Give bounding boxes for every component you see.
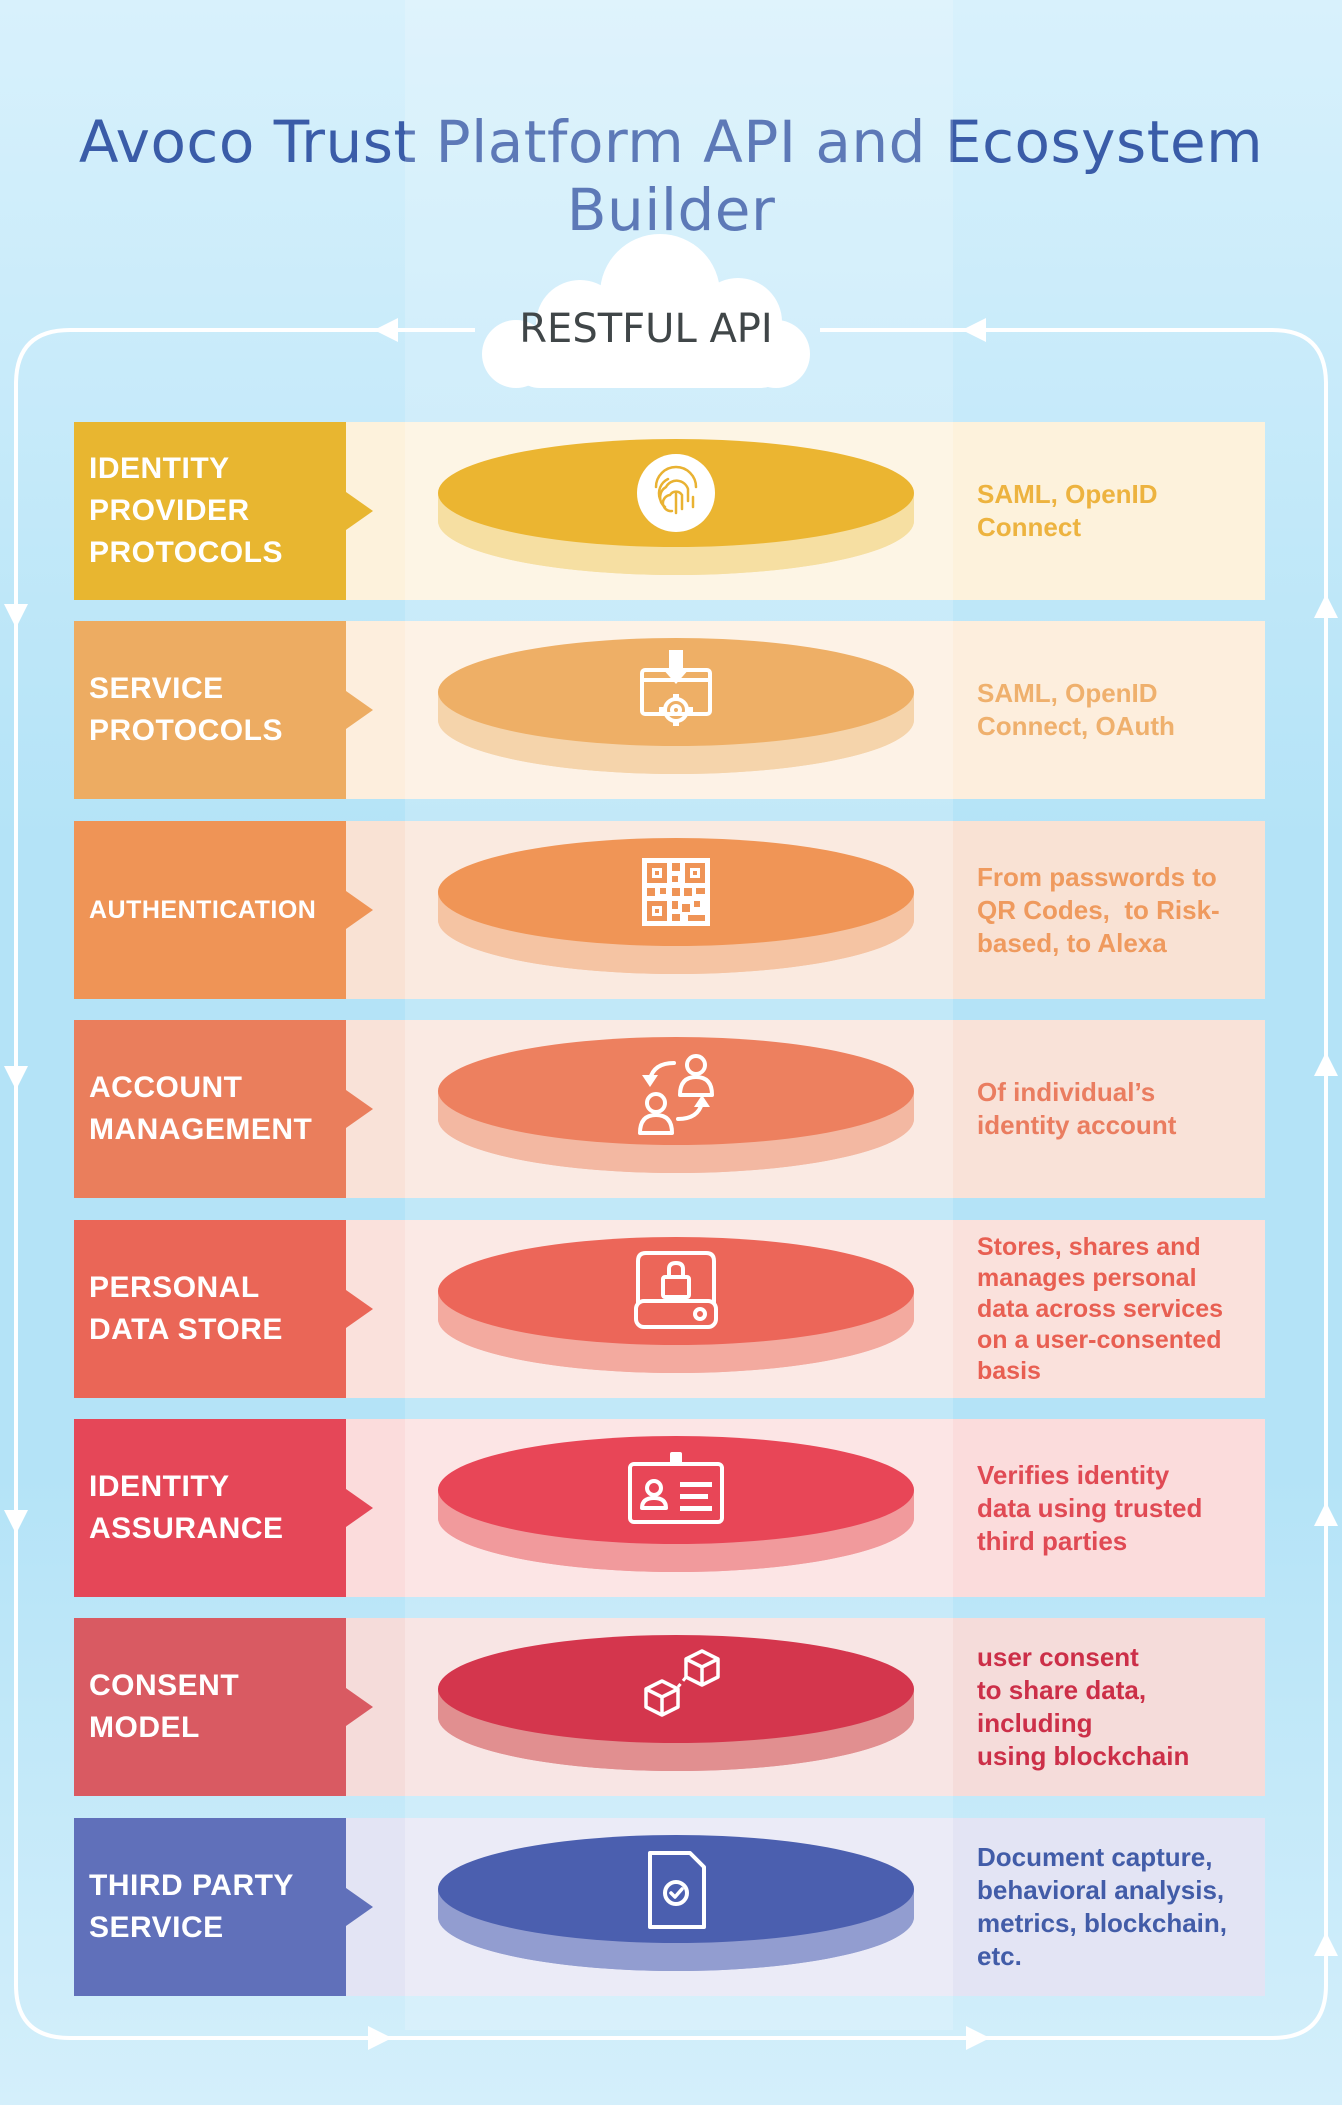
description-line: manages personal xyxy=(977,1263,1197,1292)
description-line: data using trusted xyxy=(977,1492,1203,1523)
description-line: based, to Alexa xyxy=(977,927,1167,958)
layer-label: THIRD PARTY SERVICE xyxy=(74,1818,346,1996)
qr-code-icon xyxy=(642,858,710,926)
description-line: using blockchain xyxy=(977,1741,1190,1771)
label-pointer xyxy=(346,1290,373,1328)
user-swap-icon xyxy=(638,1054,714,1135)
layer-label: PERSONAL DATA STORE xyxy=(74,1220,346,1398)
label-pointer xyxy=(346,891,373,929)
disk-top xyxy=(438,1436,914,1544)
fingerprint-icon xyxy=(637,454,715,532)
description-line: From passwords to xyxy=(977,861,1217,892)
description-line: Of individual’s xyxy=(977,1077,1156,1107)
layer-label: SERVICE PROTOCOLS xyxy=(74,621,346,799)
layer-description: Document capture,behavioral analysis,met… xyxy=(977,1818,1257,1996)
description-line: SAML, OpenID xyxy=(977,678,1158,708)
description-line: QR Codes, to Risk- xyxy=(977,894,1220,925)
download-gear-icon xyxy=(640,650,712,726)
disk-top xyxy=(438,1037,914,1145)
description-line: SAML, OpenID xyxy=(977,479,1158,509)
layer-disk xyxy=(438,1037,914,1173)
label-pointer xyxy=(346,1090,373,1128)
description-line: third parties xyxy=(977,1525,1128,1556)
layer-disk xyxy=(438,838,914,974)
layer-disk xyxy=(438,1835,914,1971)
description-line: metrics, blockchain, xyxy=(977,1908,1227,1938)
layer-disk xyxy=(438,638,914,774)
description-line: user consent xyxy=(977,1642,1139,1672)
description-line: including xyxy=(977,1708,1093,1738)
label-pointer xyxy=(346,1489,373,1527)
description-line: to share data, xyxy=(977,1675,1147,1705)
locked-drive-icon xyxy=(634,1251,718,1329)
description-line: on a user-consented xyxy=(977,1325,1222,1354)
layer-row: IDENTITY PROVIDER PROTOCOLS SAML, OpenID… xyxy=(74,422,1265,600)
label-pointer xyxy=(346,691,373,729)
verified-document-icon xyxy=(648,1851,706,1929)
layer-disk xyxy=(438,1436,914,1572)
id-card-icon xyxy=(628,1452,724,1524)
label-pointer xyxy=(346,1688,373,1726)
layer-row: THIRD PARTY SERVICE Document capture,beh… xyxy=(74,1818,1265,1996)
linked-cubes-icon xyxy=(644,1649,720,1717)
layer-disk xyxy=(438,1635,914,1771)
cloud-label: RESTFUL API xyxy=(519,306,773,352)
cloud-icon xyxy=(482,234,810,388)
layer-label: CONSENT MODEL xyxy=(74,1618,346,1796)
description-line: Verifies identity xyxy=(977,1459,1170,1490)
disk-top xyxy=(438,1835,914,1943)
description-line: Document capture, xyxy=(977,1842,1213,1872)
label-pointer xyxy=(346,1888,373,1926)
layer-disk xyxy=(438,1237,914,1373)
layer-label: ACCOUNT MANAGEMENT xyxy=(74,1020,346,1198)
layer-row: AUTHENTICATION xyxy=(74,821,1265,999)
page-title: Avoco Trust Platform API and Ecosystem B… xyxy=(78,108,1264,244)
layer-label: IDENTITY PROVIDER PROTOCOLS xyxy=(74,422,346,600)
label-pointer xyxy=(346,492,373,530)
description-line: identity account xyxy=(977,1110,1177,1140)
layer-label: AUTHENTICATION xyxy=(74,821,346,999)
disk-top xyxy=(438,638,914,746)
description-line: basis xyxy=(977,1356,1041,1385)
layer-label: IDENTITY ASSURANCE xyxy=(74,1419,346,1597)
description-line: Stores, shares and xyxy=(977,1232,1201,1261)
loop-path xyxy=(14,328,1328,2040)
description-line: etc. xyxy=(977,1941,1022,1971)
loop-arrowheads xyxy=(4,318,1338,2050)
disk-top xyxy=(438,1237,914,1345)
description-line: behavioral analysis, xyxy=(977,1875,1225,1905)
layer-disk xyxy=(438,439,914,575)
description-line: Connect xyxy=(977,512,1081,542)
description-line: data across services xyxy=(977,1294,1224,1323)
description-line: Connect, OAuth xyxy=(977,711,1175,741)
